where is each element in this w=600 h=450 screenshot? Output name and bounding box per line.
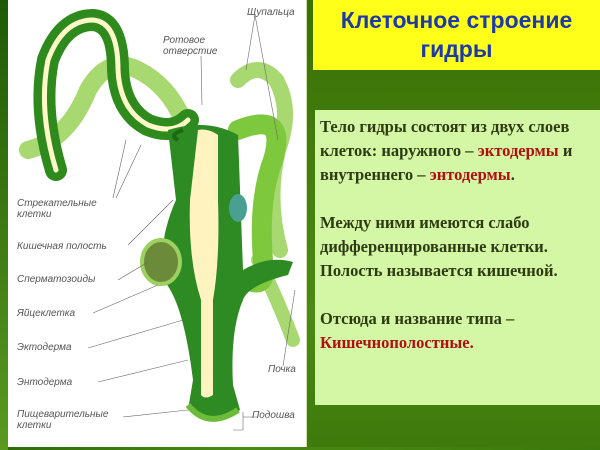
term-coelenterata: Кишечнополостные. [320, 333, 474, 352]
slide-border [0, 0, 8, 450]
title-line-2: гидры [420, 36, 493, 62]
label-egg: Яйцеклетка [17, 308, 76, 319]
label-sole: Подошва [252, 410, 295, 421]
paragraph-type: Отсюда и название типа – Кишечнополостны… [320, 307, 600, 355]
label-mouth: Ротовое отверстие [163, 35, 218, 57]
label-tentacles: Щупальца [247, 7, 295, 18]
text: Отсюда и название типа – [320, 309, 515, 328]
label-endoderm: Энтодерма [17, 377, 73, 388]
label-gut-cavity: Кишечная полость [17, 241, 107, 252]
label-digestive-cells: Пищеварительные клетки [17, 409, 109, 431]
term-endoderm: энтодермы [429, 165, 511, 184]
text: и внутреннего – [320, 141, 573, 184]
hydra-illustration [19, 8, 300, 431]
label-ectoderm: Эктодерма [17, 342, 72, 353]
label-sperm: Сперматозоиды [17, 274, 96, 285]
text: . [510, 165, 515, 184]
paragraph-layers: Тело гидры состоят из двух слоев клеток:… [320, 115, 600, 187]
term-ectoderm: эктодермы [477, 141, 559, 160]
text: Тело гидры состоят из двух слоев клеток:… [320, 117, 570, 160]
hydra-diagram: Щупальца Ротовое отверстие Стрекательные… [8, 0, 306, 447]
title-line-1: Клеточное строение [340, 7, 573, 33]
label-bud: Почка [268, 364, 296, 375]
label-stinging-cells: Стрекательные клетки [17, 198, 97, 220]
slide-title: Клеточное строение гидры [313, 0, 600, 70]
description-box: Тело гидры состоят из двух слоев клеток:… [315, 110, 600, 405]
paragraph-cavity: Между ними имеются слабо дифференцирован… [320, 213, 558, 280]
